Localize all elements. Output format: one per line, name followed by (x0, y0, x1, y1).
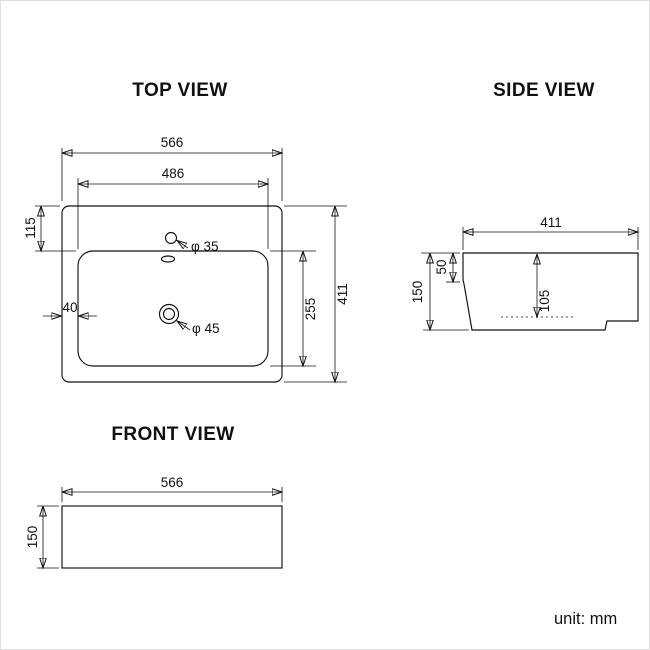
top-view-dim-rim-side-offset: 40 (43, 300, 97, 316)
dim-text-bowl-inner-depth: 105 (537, 290, 552, 313)
top-view-rim-outline (61, 205, 283, 383)
dim-text-drain-hole: φ 45 (192, 321, 220, 336)
side-view: SIDE VIEW 411 50 150 105 (410, 80, 638, 330)
dim-text-front-overall-height: 150 (25, 526, 40, 549)
dim-text-rim-side-offset: 40 (62, 300, 77, 315)
drain-hole-inner (162, 307, 176, 321)
front-view: FRONT VIEW 566 150 (25, 424, 282, 568)
drain-hole-outer (158, 303, 180, 325)
leader-line (177, 321, 191, 331)
dim-text-side-overall-height: 150 (410, 281, 425, 304)
drain-hole-callout: φ 45 (177, 321, 220, 336)
dim-text-overall-width: 566 (161, 135, 184, 150)
side-view-dim-front-lip: 50 (434, 253, 453, 282)
unit-label: unit: mm (554, 610, 617, 628)
dim-text-rim-top-offset: 115 (23, 217, 38, 239)
dim-text-bowl-depth: 255 (303, 298, 318, 321)
faucet-hole (164, 231, 178, 245)
side-view-profile (462, 252, 639, 331)
side-view-dim-overall-height: 150 (410, 253, 430, 330)
dim-text-bowl-width: 486 (162, 166, 185, 181)
top-view-dim-rim-top-offset: 115 (23, 205, 76, 251)
dim-text-front-overall-width: 566 (161, 475, 184, 490)
top-view-bowl-outline (77, 250, 269, 367)
side-view-title: SIDE VIEW (493, 80, 595, 101)
side-view-dim-bowl-inner-depth: 105 (537, 254, 552, 317)
top-view: TOP VIEW 566 486 115 (23, 80, 350, 382)
front-view-dim-overall-width: 566 (61, 475, 282, 502)
dim-text-front-lip-height: 50 (434, 259, 449, 274)
overflow-hole (160, 255, 176, 263)
front-view-title: FRONT VIEW (111, 424, 234, 445)
dim-text-overall-depth: 411 (335, 283, 350, 305)
top-view-title: TOP VIEW (132, 80, 227, 101)
top-view-dim-bowl-depth: 255 (270, 250, 318, 366)
leader-line (177, 241, 189, 249)
dim-text-side-overall-depth: 411 (540, 215, 562, 230)
top-view-dim-overall-depth: 411 (284, 205, 350, 382)
faucet-hole-callout: φ 35 (177, 239, 219, 254)
top-view-dim-bowl-width: 486 (77, 166, 268, 249)
side-view-dim-overall-depth: 411 (462, 215, 638, 250)
front-view-dim-overall-height: 150 (25, 505, 59, 568)
front-view-outline (61, 505, 283, 569)
top-view-dim-overall-width: 566 (61, 135, 282, 201)
dim-text-faucet-hole: φ 35 (191, 239, 219, 254)
